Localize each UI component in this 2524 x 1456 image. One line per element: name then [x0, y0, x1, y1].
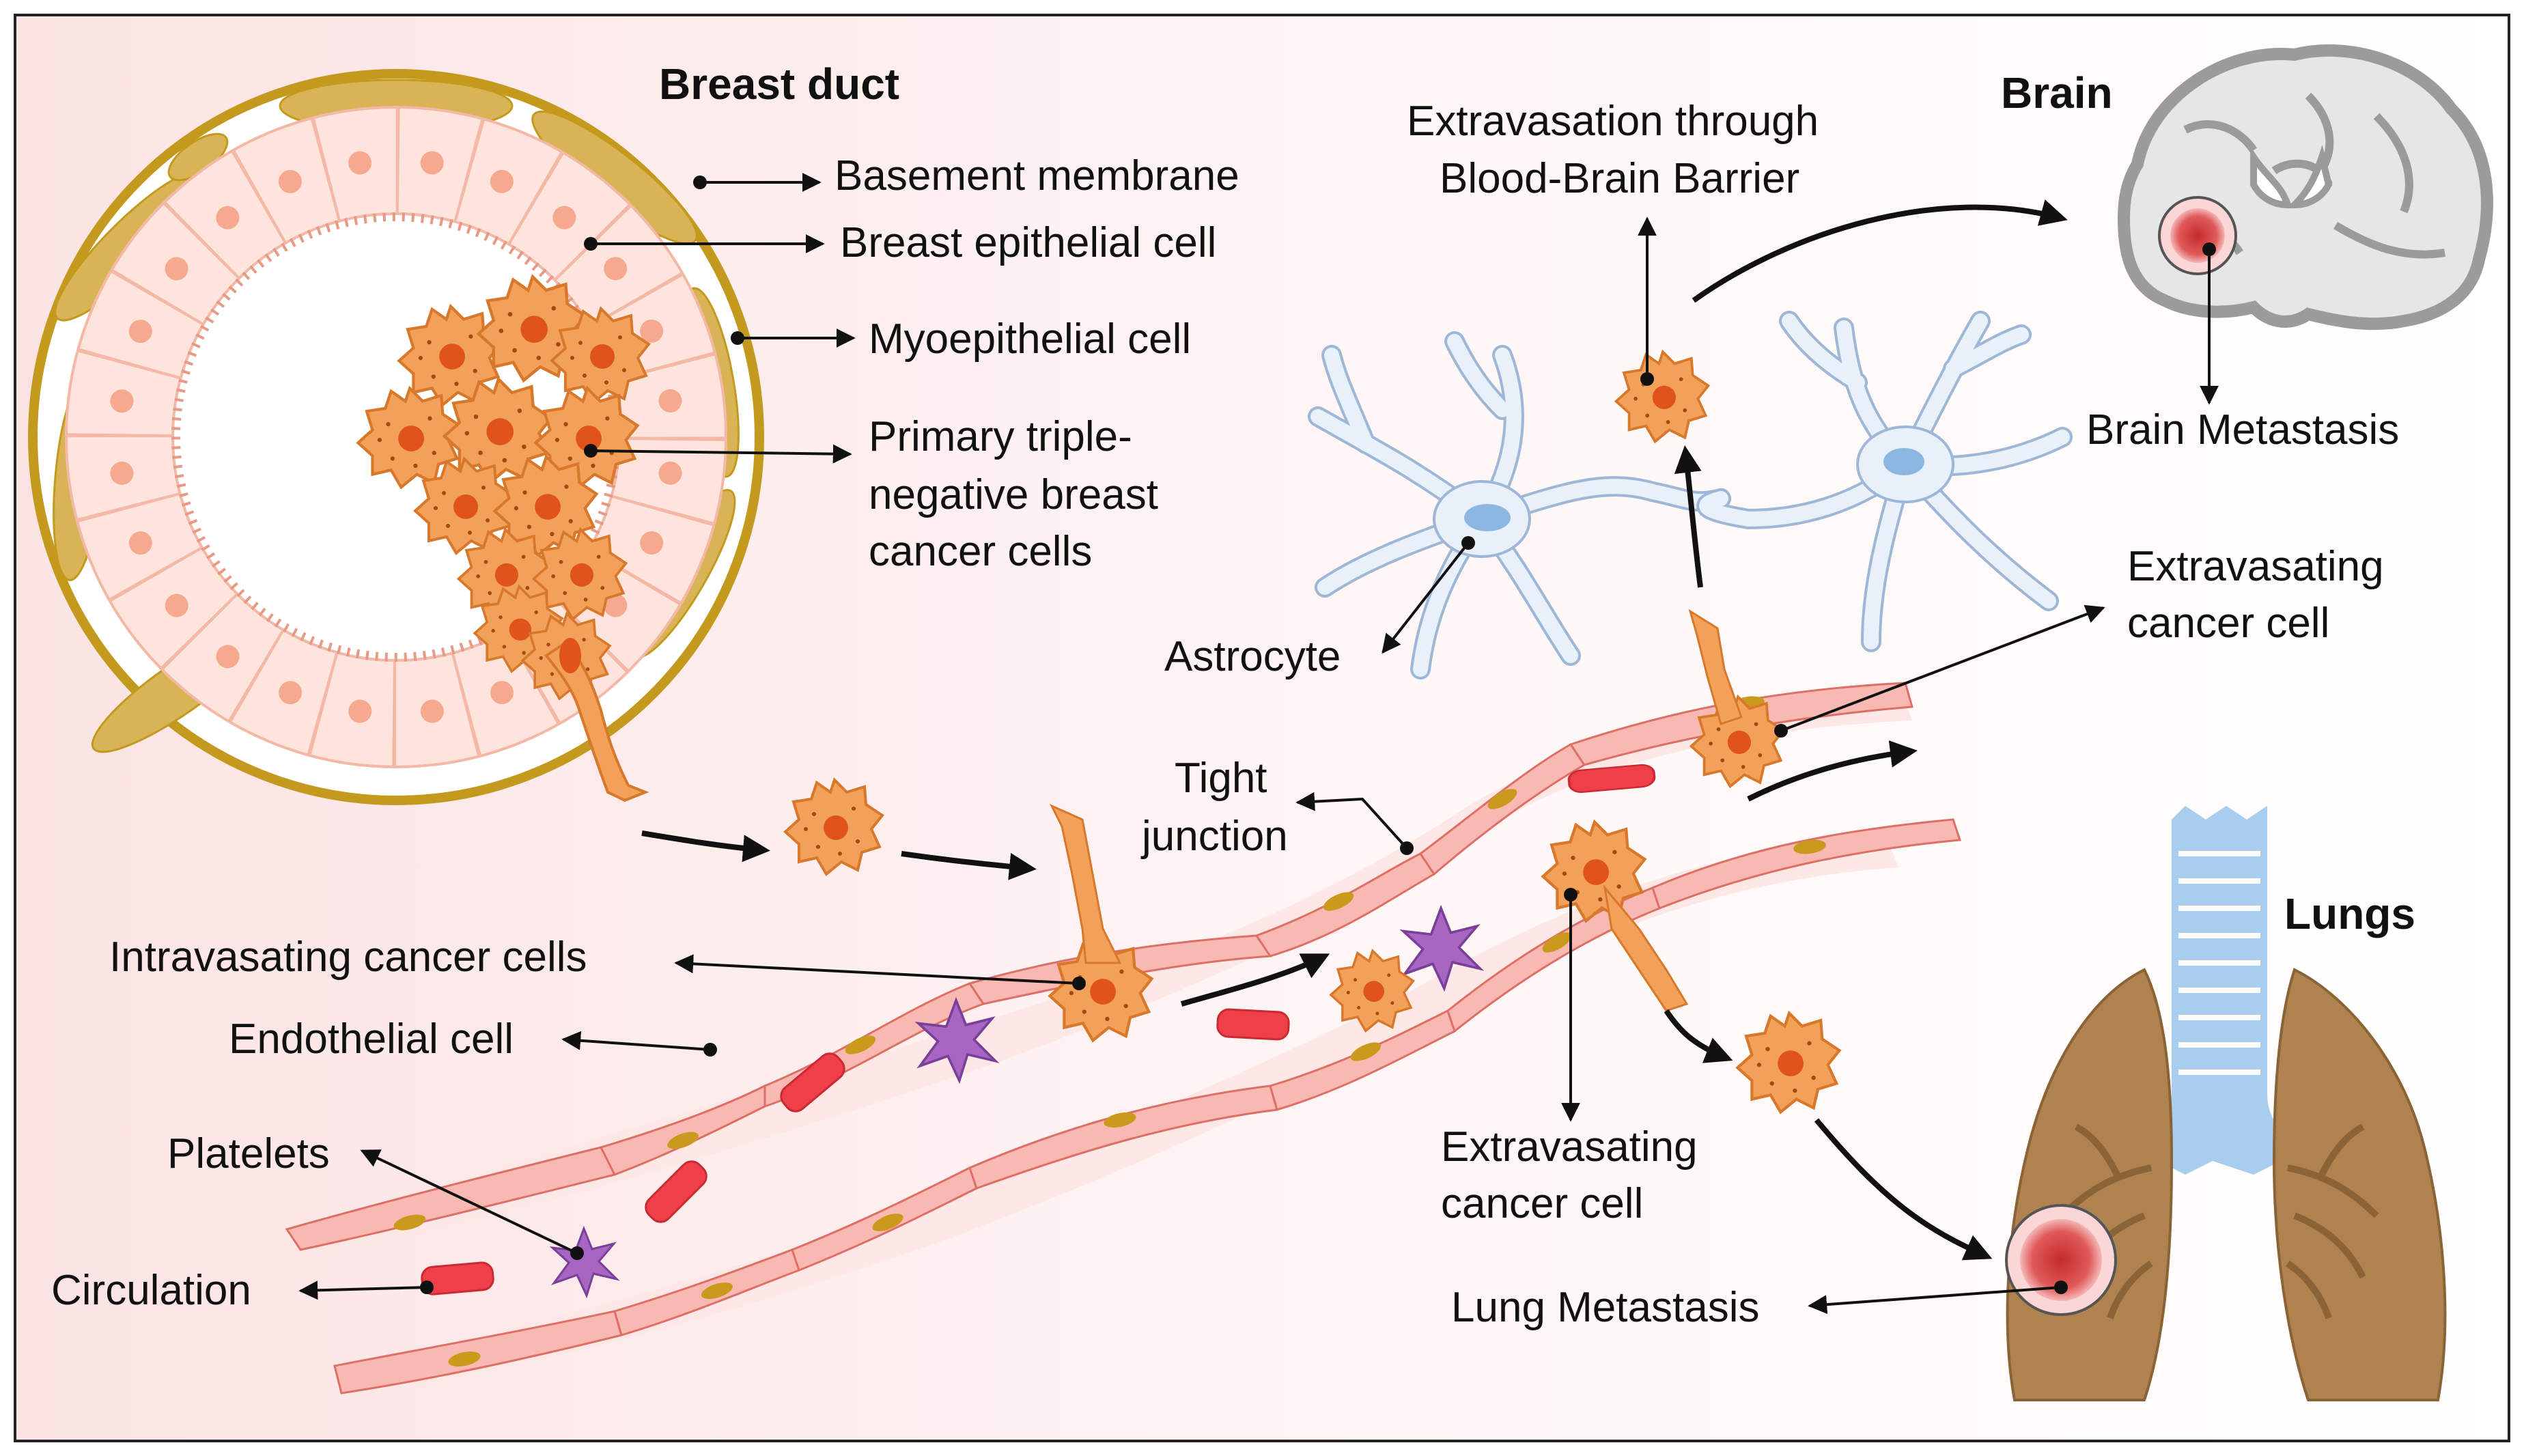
flow-arrows: [641, 199, 2068, 1261]
label-circulation: Circulation: [51, 1267, 251, 1314]
primary-tumor-cluster: [358, 277, 650, 802]
section-title-lungs: Lungs: [2284, 889, 2415, 938]
label-extravasation-bbb-line1: Extravasation through: [1407, 98, 1819, 145]
tumor-icon: [2020, 1219, 2102, 1301]
label-lung-metastasis: Lung Metastasis: [1451, 1284, 1759, 1331]
astrocytes: [1308, 311, 2073, 680]
label-extravasation-bbb-line2: Blood-Brain Barrier: [1440, 155, 1799, 202]
label-endothelial-cell: Endothelial cell: [229, 1016, 514, 1063]
section-title-brain: Brain: [2001, 68, 2113, 117]
label-astrocyte: Astrocyte: [1164, 633, 1341, 680]
brain-icon: [2117, 44, 2493, 331]
label-myoepithelial-cell: Myoepithelial cell: [869, 316, 1191, 363]
label-primary-tnbc-line2: negative breast: [869, 471, 1158, 518]
label-breast-epithelial-cell: Breast epithelial cell: [840, 219, 1216, 266]
red-blood-cell-icon: [1216, 1007, 1291, 1041]
leader-lines: [298, 173, 2219, 1315]
label-basement-membrane: Basement membrane: [835, 152, 1239, 199]
label-extravasating-upper-line1: Extravasating: [2127, 543, 2384, 590]
labels: Breast duct Brain Lungs Basement membran…: [51, 59, 2415, 1331]
label-primary-tnbc-line1: Primary triple-: [869, 413, 1132, 460]
label-tight-junction-line2: junction: [1140, 813, 1288, 860]
breast-duct: [28, 69, 764, 805]
lungs-icon: [2005, 806, 2447, 1401]
blood-vessel: [285, 350, 1962, 1400]
tumor-icon: [2170, 208, 2225, 263]
label-intravasating: Intravasating cancer cells: [109, 934, 587, 981]
label-extravasating-upper-line2: cancer cell: [2127, 600, 2329, 647]
label-brain-metastasis: Brain Metastasis: [2086, 406, 2399, 453]
circulating-cancer-cells: [784, 350, 1840, 1112]
label-primary-tnbc-line3: cancer cells: [869, 528, 1092, 575]
section-title-breast-duct: Breast duct: [659, 59, 899, 109]
label-tight-junction-line1: Tight: [1175, 755, 1267, 802]
label-extravasating-lower-line1: Extravasating: [1441, 1123, 1698, 1171]
invading-cell-protrusion: [544, 640, 649, 802]
label-extravasating-lower-line2: cancer cell: [1441, 1180, 1643, 1227]
label-platelets: Platelets: [167, 1130, 330, 1177]
